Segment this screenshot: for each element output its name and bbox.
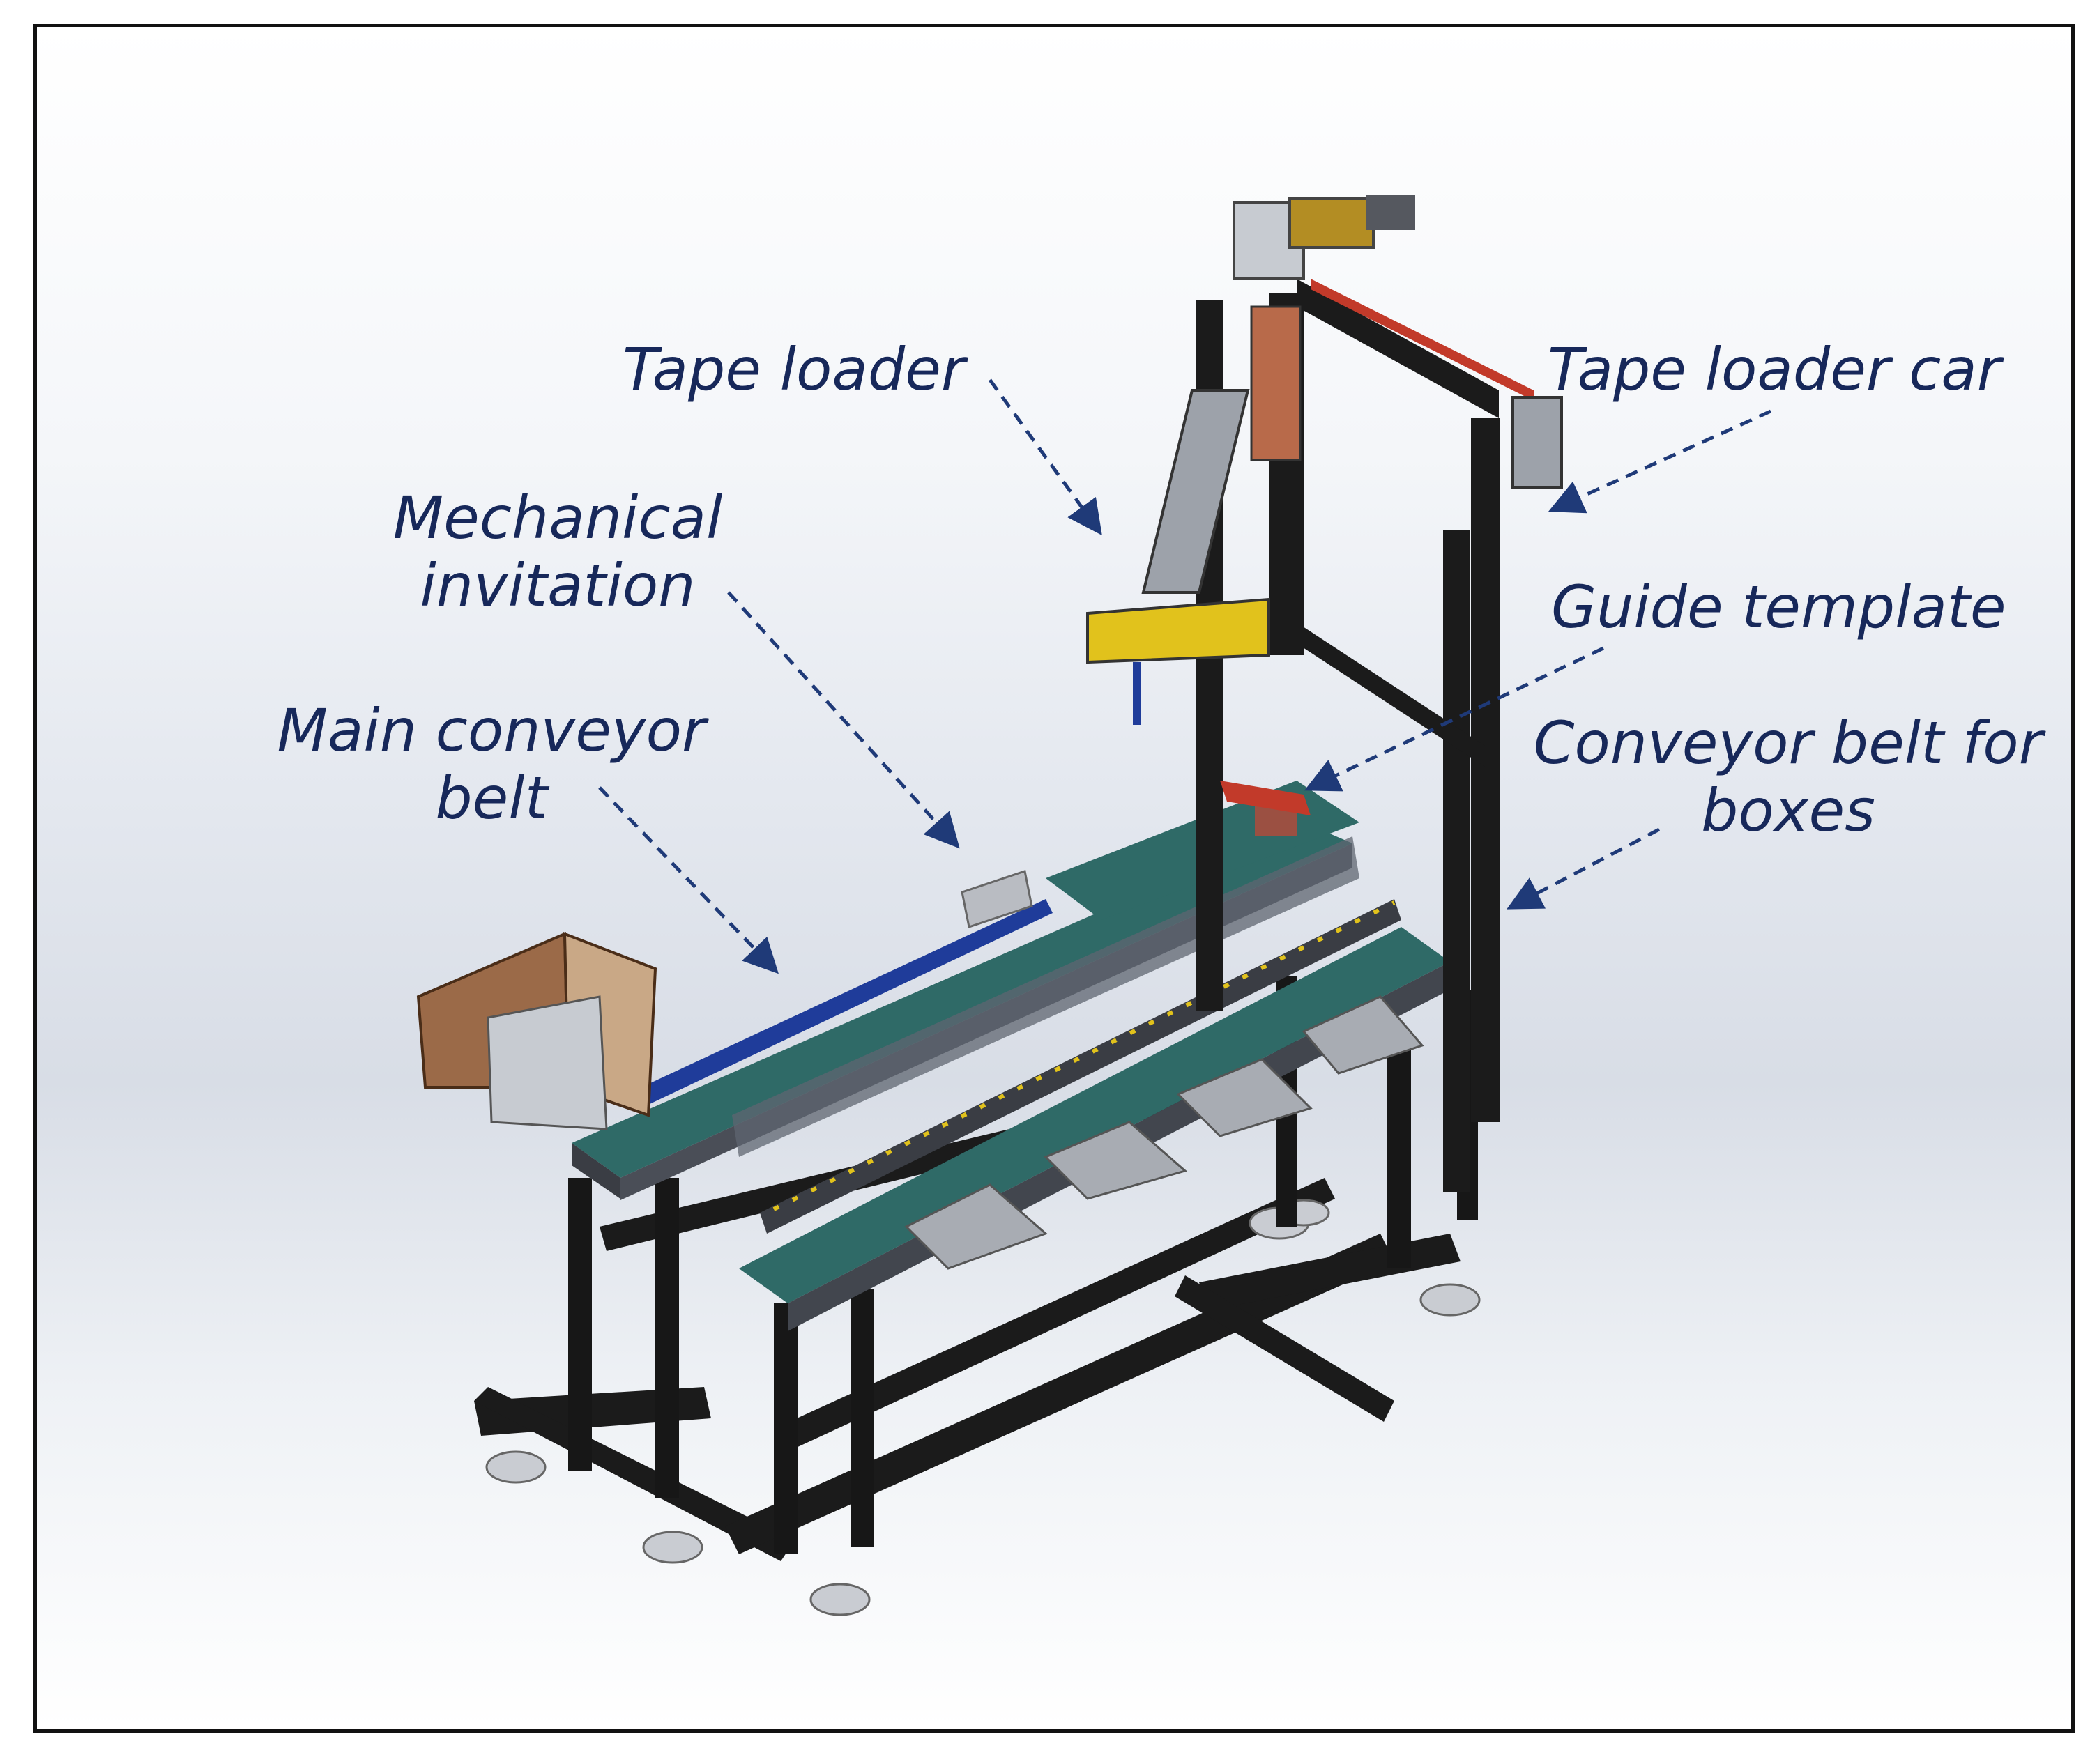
main-conveyor: [572, 781, 1359, 1200]
tape-loader-car: [1511, 396, 1563, 489]
label-tape-loader: Tape loader: [623, 335, 966, 404]
arrow-tape-loader: [988, 378, 1102, 536]
label-conveyor-boxes: Conveyor belt for boxes: [1530, 710, 2046, 844]
arrow-guide-template: [1304, 646, 1605, 792]
label-main-conveyor-line2: belt: [435, 763, 548, 832]
label-mechanical-invitation: Mechanical invitation: [376, 484, 739, 619]
label-guide-template: Guide template: [1551, 573, 2006, 641]
red-rail: [1311, 279, 1534, 401]
arrows: [598, 378, 1772, 974]
label-main-conveyor: Main conveyor belt: [272, 697, 711, 831]
label-mechanical-invitation-line2: invitation: [420, 551, 696, 620]
top-motor: [1233, 195, 1415, 280]
arrow-main-conveyor: [598, 786, 779, 974]
label-tape-loader-car: Tape loader car: [1548, 335, 2001, 404]
label-main-conveyor-line1: Main conveyor: [277, 696, 706, 765]
arrow-tape-loader-car: [1548, 409, 1772, 514]
tape-loader: [1086, 305, 1302, 725]
guide-template: [1220, 781, 1311, 815]
label-mechanical-invitation-line1: Mechanical: [392, 484, 723, 552]
box-conveyor: [739, 899, 1450, 1331]
label-conveyor-boxes-line2: boxes: [1701, 776, 1875, 845]
arrow-conveyor-boxes: [1507, 827, 1661, 910]
label-conveyor-boxes-line1: Conveyor belt for: [1533, 709, 2043, 777]
arrow-mechanical-invitation: [727, 591, 960, 849]
cardboard-box: [416, 931, 657, 1130]
